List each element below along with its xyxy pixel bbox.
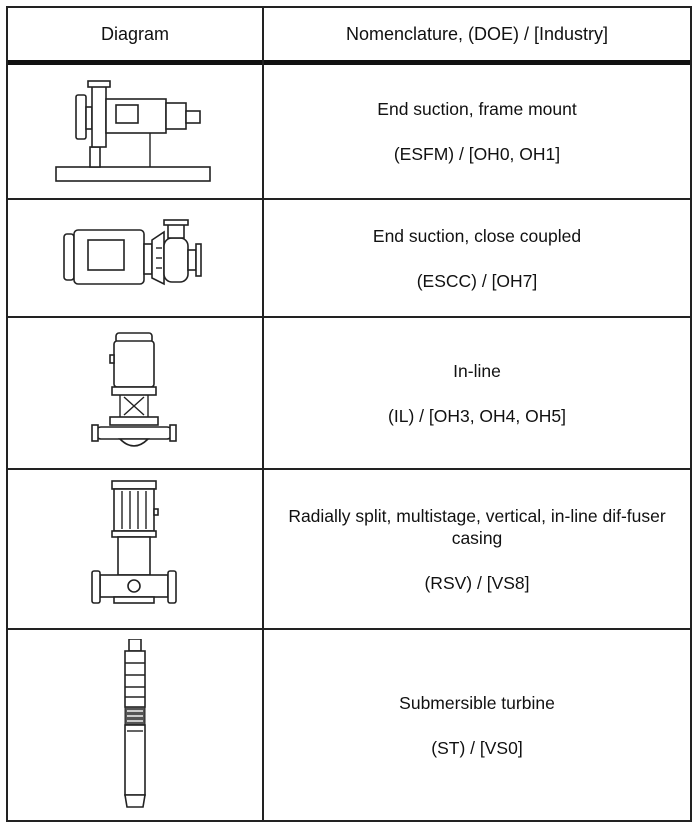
pump-code: (IL) / [OH3, OH4, OH5]	[388, 405, 566, 426]
pump-name: In-line	[453, 360, 501, 381]
nomenclature-cell: Radially split, multistage, vertical, in…	[264, 470, 690, 628]
diagram-cell	[8, 630, 262, 820]
pump-code: (ESCC) / [OH7]	[416, 270, 538, 291]
header-diagram: Diagram	[100, 23, 170, 44]
end-suction-frame-mount-diagram	[55, 79, 211, 182]
pump-name: Submersible turbine	[399, 692, 555, 713]
pump-code: (ST) / [VS0]	[431, 737, 523, 758]
radially-split-multistage-diagram	[91, 480, 177, 604]
table-bottom-border	[8, 820, 690, 822]
nomenclature-cell: In-line (IL) / [OH3, OH4, OH5]	[264, 318, 690, 468]
row-divider	[8, 198, 690, 200]
table-top-border	[8, 6, 690, 8]
pump-name: End suction, close coupled	[372, 225, 582, 246]
header-separator	[8, 60, 690, 65]
row-divider	[8, 468, 690, 470]
diagram-cell	[8, 470, 262, 628]
pump-code: (ESFM) / [OH0, OH1]	[393, 144, 561, 164]
pump-name: Radially split, multistage, vertical, in…	[288, 505, 666, 548]
row-divider	[8, 628, 690, 630]
diagram-cell	[8, 200, 262, 316]
end-suction-close-coupled-diagram	[63, 219, 202, 286]
nomenclature-cell: End suction, frame mount (ESFM) / [OH0, …	[264, 65, 690, 198]
nomenclature-cell: Submersible turbine (ST) / [VS0]	[264, 630, 690, 820]
diagram-cell	[8, 65, 262, 198]
diagram-cell	[8, 318, 262, 468]
row-divider	[8, 316, 690, 318]
submersible-turbine-diagram	[124, 639, 146, 808]
pump-code: (RSV) / [VS8]	[424, 572, 530, 593]
header-nomenclature: Nomenclature, (DOE) / [Industry]	[345, 23, 609, 44]
pump-name: End suction, frame mount	[377, 99, 577, 119]
nomenclature-cell: End suction, close coupled (ESCC) / [OH7…	[264, 200, 690, 316]
in-line-pump-diagram	[91, 332, 177, 447]
pump-nomenclature-table: Diagram Nomenclature, (DOE) / [Industry]…	[6, 6, 692, 822]
column-divider	[262, 6, 264, 822]
